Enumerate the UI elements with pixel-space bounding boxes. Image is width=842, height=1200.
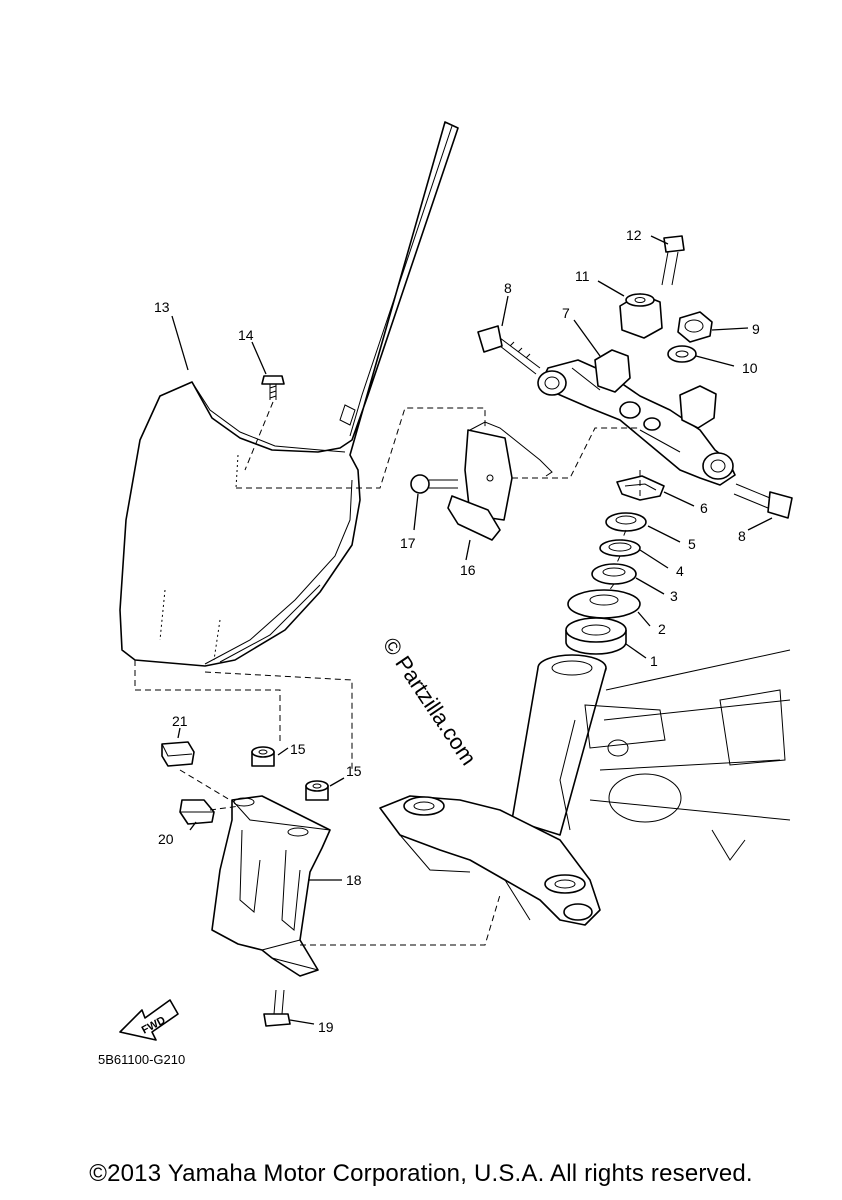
callout-19: 19 bbox=[318, 1019, 334, 1035]
diagram-code: 5B61100-G210 bbox=[98, 1052, 185, 1067]
washer-part-4 bbox=[599, 539, 641, 557]
copyright-footer: ©2013 Yamaha Motor Corporation, U.S.A. A… bbox=[89, 1160, 753, 1187]
callout-8b: 8 bbox=[738, 528, 746, 544]
watermark: © Partzilla.com bbox=[378, 633, 482, 770]
nut-part-9 bbox=[677, 311, 713, 343]
assembly-line-dampers bbox=[179, 769, 241, 811]
assembly-line-plate-to-guide bbox=[236, 407, 486, 489]
callout-12: 12 bbox=[626, 227, 642, 243]
top-bridge-part-7 bbox=[537, 349, 736, 486]
assembly-line-stay-to-bracket bbox=[300, 894, 501, 946]
callout-13: 13 bbox=[154, 299, 170, 315]
frame-head-pipe bbox=[511, 649, 791, 861]
washer-part-10 bbox=[667, 345, 697, 363]
assembly-line-plate-to-stay-left bbox=[134, 660, 281, 745]
callout-10: 10 bbox=[742, 360, 758, 376]
callout-labels: 13 14 8 7 11 12 9 10 6 8 5 4 3 2 1 17 16… bbox=[154, 227, 760, 1035]
screw-part-14 bbox=[244, 375, 285, 471]
callout-21: 21 bbox=[172, 713, 188, 729]
callout-8a: 8 bbox=[504, 280, 512, 296]
callout-15a: 15 bbox=[290, 741, 306, 757]
callout-14: 14 bbox=[238, 327, 254, 343]
bearing-part-1 bbox=[565, 617, 627, 655]
callout-4: 4 bbox=[676, 563, 684, 579]
callout-17: 17 bbox=[400, 535, 416, 551]
callout-20: 20 bbox=[158, 831, 174, 847]
fwd-arrow-icon: FWD bbox=[119, 999, 179, 1041]
damper-part-15-right bbox=[305, 780, 329, 801]
leader-lines bbox=[171, 235, 773, 1025]
callout-6: 6 bbox=[700, 500, 708, 516]
callout-1: 1 bbox=[650, 653, 658, 669]
damper-part-21 bbox=[161, 741, 195, 767]
damper-part-20 bbox=[179, 799, 215, 825]
seal-part-2 bbox=[567, 589, 641, 619]
callout-2: 2 bbox=[658, 621, 666, 637]
assembly-line-guide-to-bridge bbox=[512, 427, 640, 479]
bolt-part-8-right bbox=[733, 483, 793, 519]
stay-part-18 bbox=[211, 795, 331, 977]
callout-3: 3 bbox=[670, 588, 678, 604]
bolt-part-12 bbox=[661, 235, 685, 286]
bolt-part-17 bbox=[410, 474, 458, 494]
callout-7: 7 bbox=[562, 305, 570, 321]
callout-16: 16 bbox=[460, 562, 476, 578]
cable-guide-part-16 bbox=[447, 421, 553, 541]
callout-15b: 15 bbox=[346, 763, 362, 779]
bolt-part-8-left bbox=[477, 325, 541, 375]
cover-part-6 bbox=[616, 475, 665, 501]
number-plate-part-13 bbox=[119, 121, 459, 667]
assembly-line-stem-stack bbox=[607, 470, 641, 593]
callout-18: 18 bbox=[346, 872, 362, 888]
callout-9: 9 bbox=[752, 321, 760, 337]
damper-part-15-left bbox=[251, 746, 275, 767]
callout-11: 11 bbox=[575, 268, 590, 284]
callout-5: 5 bbox=[688, 536, 696, 552]
clamp-part-11 bbox=[619, 293, 663, 339]
lower-bracket bbox=[379, 795, 601, 926]
ring-nut-part-3 bbox=[591, 563, 637, 585]
screw-part-19 bbox=[263, 989, 291, 1027]
ring-nut-part-5 bbox=[605, 512, 647, 532]
